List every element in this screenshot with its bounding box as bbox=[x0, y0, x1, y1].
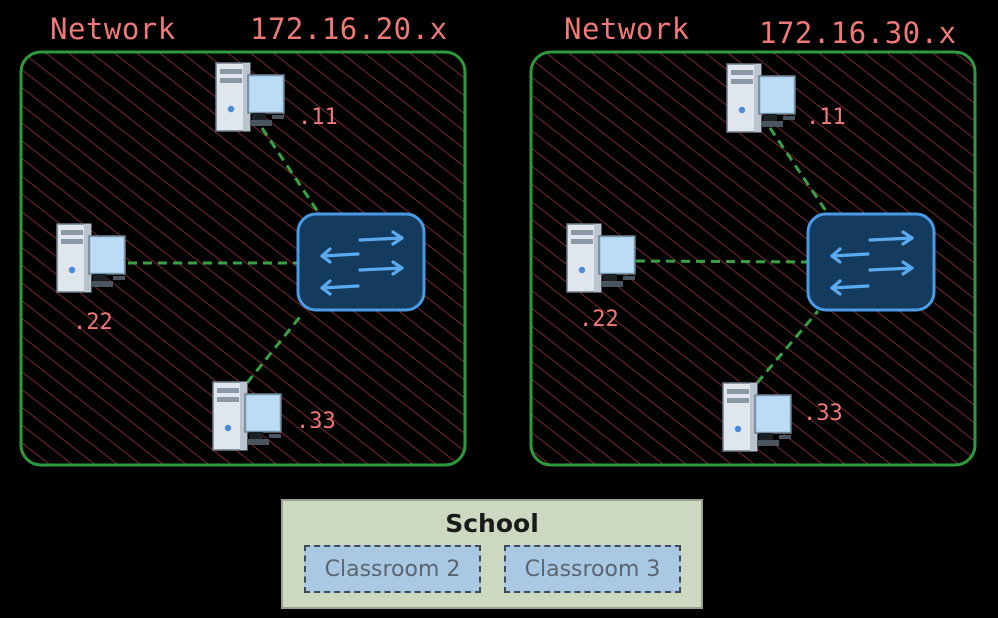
host-label-33: .33 bbox=[803, 401, 843, 426]
network-title: Network bbox=[564, 12, 690, 46]
link-host-33 bbox=[755, 310, 820, 384]
links bbox=[635, 127, 830, 384]
classroom-2[interactable]: Classroom 2 bbox=[304, 545, 481, 593]
host-label-22: .22 bbox=[579, 307, 619, 332]
network-title: Network bbox=[50, 12, 176, 46]
host-label-11: .11 bbox=[298, 105, 338, 130]
network-zone-1 bbox=[19, 50, 467, 467]
network-switch-icon[interactable] bbox=[296, 212, 426, 312]
links bbox=[128, 127, 320, 384]
school-title: School bbox=[445, 509, 539, 538]
host-label-22: .22 bbox=[73, 310, 113, 335]
network-zone-2 bbox=[529, 50, 977, 467]
link-host-22 bbox=[635, 259, 809, 264]
classroom-3[interactable]: Classroom 3 bbox=[504, 545, 681, 593]
link-host-11 bbox=[260, 127, 320, 213]
network-boundary bbox=[19, 50, 467, 467]
network-subnet: 172.16.30.x bbox=[759, 16, 957, 50]
host-label-11: .11 bbox=[806, 105, 846, 130]
network-boundary bbox=[529, 50, 977, 467]
network-switch-icon[interactable] bbox=[806, 212, 936, 312]
host-label-33: .33 bbox=[296, 409, 336, 434]
link-host-11 bbox=[768, 127, 830, 215]
network-subnet: 172.16.20.x bbox=[250, 12, 448, 46]
school-box: School Classroom 2 Classroom 3 bbox=[281, 499, 703, 609]
